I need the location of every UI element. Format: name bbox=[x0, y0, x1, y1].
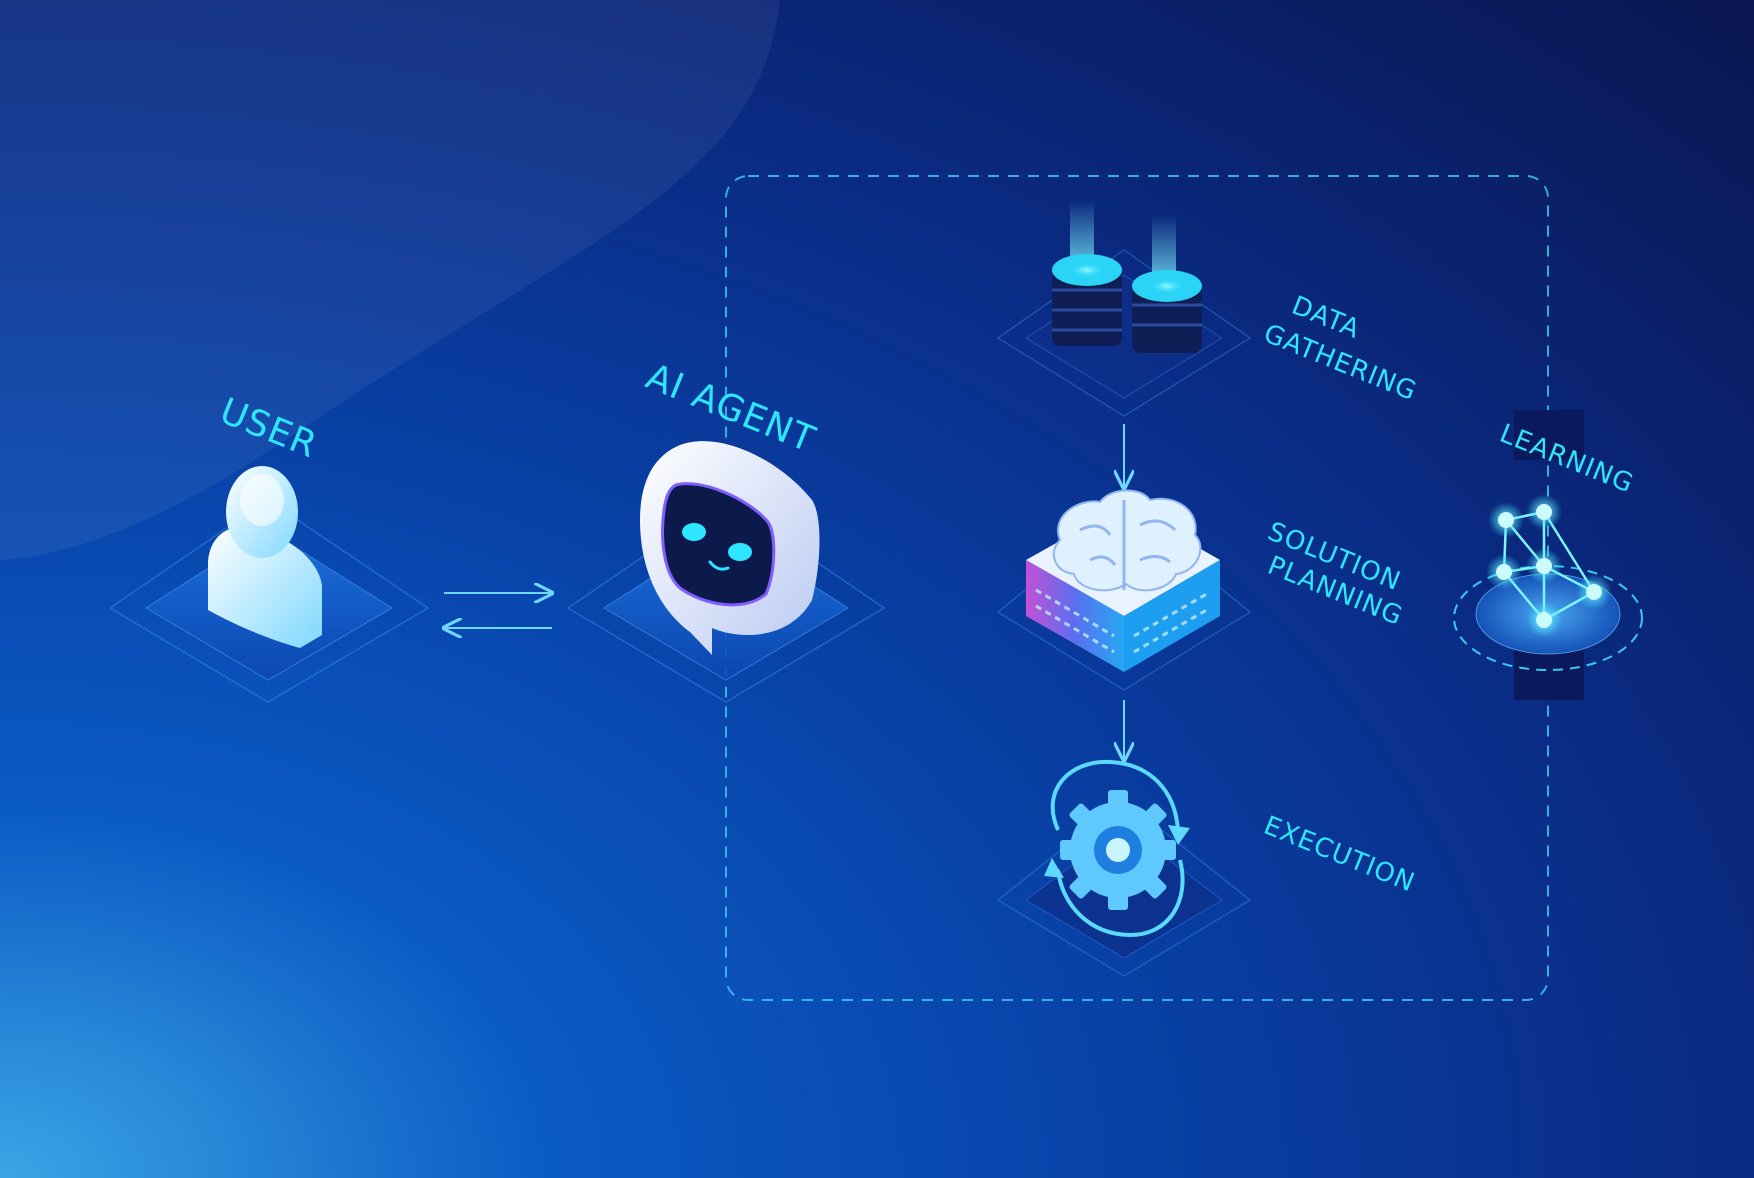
brain-chip-icon bbox=[1026, 489, 1220, 672]
background-curve bbox=[0, 0, 780, 560]
label-execution: EXECUTION bbox=[1259, 811, 1419, 899]
data-gathering-node: DATA GATHERING bbox=[996, 200, 1421, 417]
bot-eye-left bbox=[682, 523, 706, 541]
database-icon bbox=[1052, 200, 1202, 353]
execution-node: EXECUTION bbox=[996, 759, 1419, 977]
solution-planning-node: SOLUTION PLANNING bbox=[996, 489, 1407, 691]
user-icon bbox=[208, 466, 322, 648]
learning-node: LEARNING bbox=[1453, 410, 1643, 700]
network-icon bbox=[1486, 494, 1612, 638]
gear-cycle-icon bbox=[1044, 759, 1190, 938]
bot-eye-right bbox=[728, 543, 752, 561]
chatbot-icon bbox=[640, 441, 820, 655]
user-agent-arrows bbox=[444, 593, 552, 628]
ai-agent-node: AI AGENT bbox=[566, 356, 886, 703]
